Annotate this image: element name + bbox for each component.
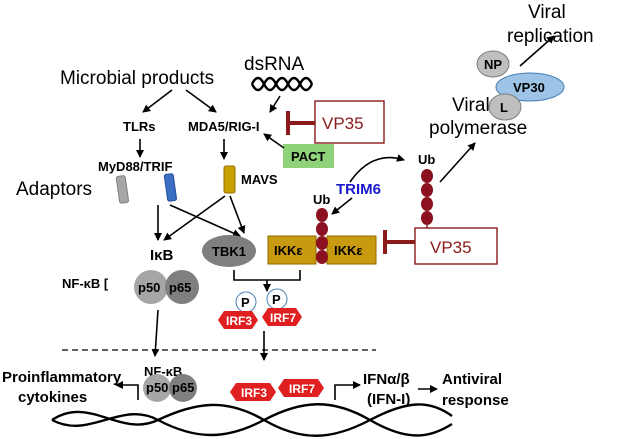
trim6-to-ub-arrow bbox=[349, 154, 405, 183]
ub-mid-label: Ub bbox=[313, 192, 330, 207]
p-label-1: P bbox=[241, 295, 250, 310]
arrow-to-mda5 bbox=[185, 89, 217, 113]
trim6-label: TRIM6 bbox=[336, 181, 381, 198]
p65-circle bbox=[165, 270, 199, 304]
vp35-top-box bbox=[314, 100, 385, 144]
vp30-node bbox=[495, 72, 565, 102]
antiviral-label-1: Antiviral bbox=[442, 371, 502, 388]
irf7-hexagon bbox=[262, 308, 302, 326]
viral-polymerase-label-1: Viral bbox=[452, 95, 490, 116]
dsrna-arrow bbox=[269, 95, 281, 113]
ifn-label-1: IFNα/β bbox=[363, 371, 410, 388]
myd88-trif-label: MyD88/TRIF bbox=[98, 159, 172, 174]
p50-nucleus-circle bbox=[143, 374, 171, 402]
ikke-label-2: IKKε bbox=[334, 243, 363, 258]
mavs-label: MAVS bbox=[241, 172, 278, 187]
ikke-box-1 bbox=[267, 235, 317, 265]
tbk1-node bbox=[202, 235, 256, 267]
ifn-label-2: (IFN-I) bbox=[367, 391, 410, 408]
nfkb-translocation-arrow bbox=[151, 309, 160, 357]
irf7-nucleus-hexagon bbox=[278, 379, 324, 397]
viral-polymerase-label-2: polymerase bbox=[429, 118, 527, 139]
irf7-label: IRF7 bbox=[270, 311, 296, 325]
mavs-adaptor bbox=[223, 165, 236, 194]
ikke-label-1: IKKε bbox=[274, 243, 303, 258]
vp30-label: VP30 bbox=[513, 80, 545, 95]
viral-replication-label-2: replication bbox=[507, 26, 594, 47]
l-label: L bbox=[500, 100, 508, 115]
myd88-adaptor-gray bbox=[115, 175, 130, 204]
p50-circle bbox=[134, 270, 168, 304]
p-label-2: P bbox=[272, 292, 281, 307]
vp35-right-label: VP35 bbox=[430, 238, 472, 257]
proinflammatory-label-2: cytokines bbox=[18, 389, 87, 406]
np-node bbox=[476, 50, 510, 78]
tlrs-label: TLRs bbox=[123, 119, 156, 134]
viral-replication-label-1: Viral bbox=[528, 2, 566, 23]
irf3-nucleus-label: IRF3 bbox=[241, 386, 267, 400]
ub-to-polymerase-arrow bbox=[439, 142, 476, 183]
irf3-label: IRF3 bbox=[226, 314, 252, 328]
dsrna-label: dsRNA bbox=[244, 54, 305, 75]
dna-helix bbox=[51, 403, 453, 437]
convergence-bracket bbox=[233, 270, 301, 281]
ifn-promoter-arrow bbox=[334, 381, 361, 400]
ikb-label: IκB bbox=[150, 247, 174, 264]
arrow-mavs-to-ikb bbox=[163, 195, 226, 241]
antiviral-label-2: response bbox=[442, 392, 509, 409]
ub-chain-top bbox=[421, 169, 433, 225]
irf3-nucleus-hexagon bbox=[230, 383, 276, 401]
pact-box bbox=[283, 144, 334, 168]
vp35-top-label: VP35 bbox=[322, 114, 364, 133]
dsrna-helix bbox=[250, 76, 314, 92]
irf7-nucleus-label: IRF7 bbox=[289, 382, 315, 396]
p65-nucleus-circle bbox=[169, 374, 197, 402]
cytokine-arrow bbox=[115, 381, 139, 400]
tbk1-label: TBK1 bbox=[212, 244, 246, 259]
adaptors-label: Adaptors bbox=[16, 179, 92, 200]
trim6-arrow bbox=[331, 197, 353, 215]
p65-label: p65 bbox=[169, 280, 191, 295]
ikke-box-2 bbox=[326, 235, 377, 265]
arrow-mavs-to-tbk1 bbox=[229, 195, 246, 234]
nfkb-bracket-label: NF-κB [ bbox=[62, 276, 109, 291]
np-label: NP bbox=[484, 57, 502, 72]
l-node bbox=[488, 93, 522, 121]
ub-chain-mid bbox=[316, 208, 328, 264]
microbial-products-label: Microbial products bbox=[60, 68, 214, 89]
ub-top-label: Ub bbox=[418, 152, 435, 167]
arrow-to-tlrs bbox=[142, 89, 173, 113]
pact-arrow bbox=[263, 133, 285, 149]
arrow-to-replication bbox=[519, 35, 555, 67]
p65-nucleus-label: p65 bbox=[172, 380, 194, 395]
p50-label: p50 bbox=[138, 280, 160, 295]
trif-adaptor-blue bbox=[163, 173, 178, 202]
irf3-hexagon bbox=[218, 311, 258, 329]
proinflammatory-label-1: Proinflammatory bbox=[2, 369, 122, 386]
pact-label: PACT bbox=[291, 149, 325, 164]
p50-nucleus-label: p50 bbox=[146, 380, 168, 395]
vp35-right-box bbox=[414, 227, 498, 265]
mda5-rigi-label: MDA5/RIG-I bbox=[188, 119, 260, 134]
arrow-trif-to-tbk1 bbox=[169, 204, 241, 237]
